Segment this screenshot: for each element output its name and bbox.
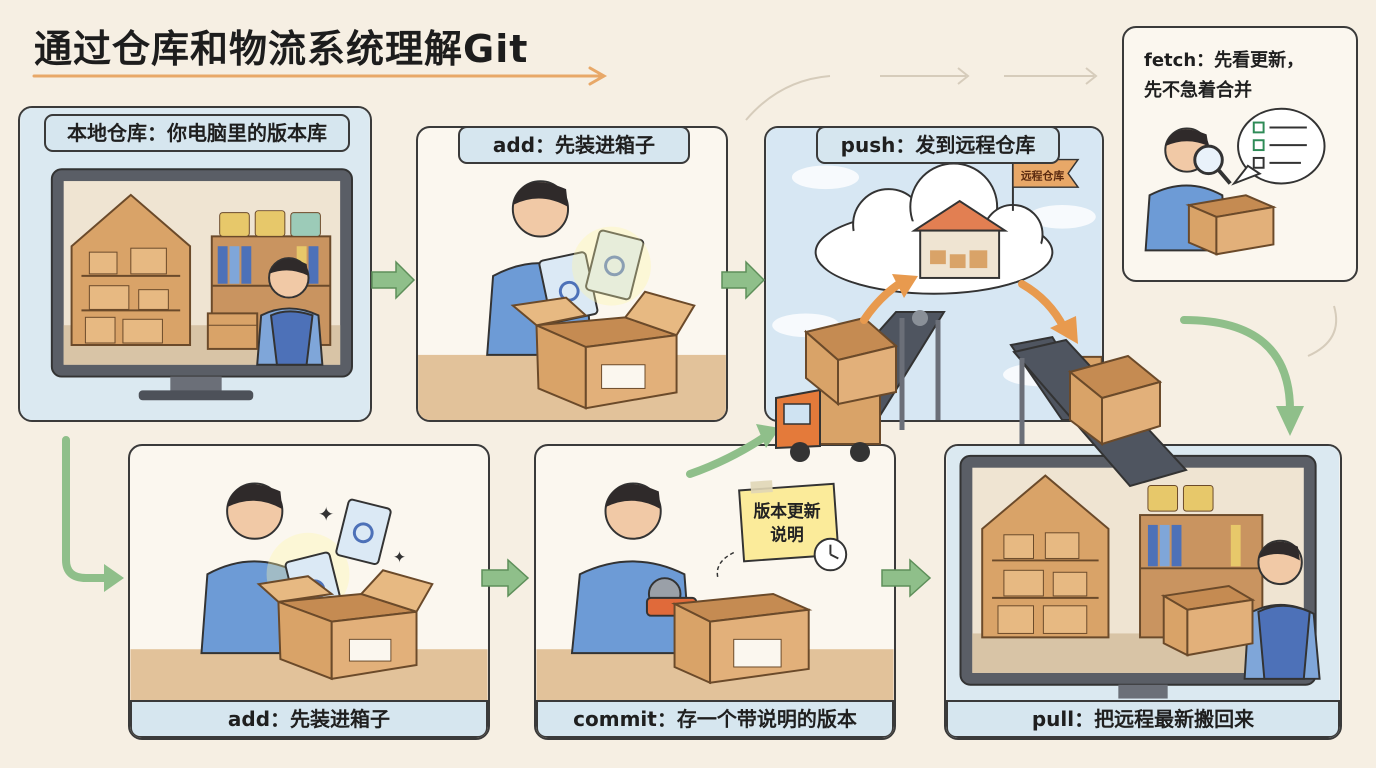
flow-arrow-local-to-add [371,260,416,300]
open-box-icon [510,290,696,410]
local-repo-scene [20,108,370,420]
note-text-line-1: 版本更新 [753,501,820,521]
fetch-panel: fetch：先看更新， 先不急着合并 [1122,26,1358,282]
open-box-icon [256,569,434,681]
sticky-note [738,480,840,563]
pull-label: pull：把远程最新搬回来 [946,700,1340,738]
package-icon [1065,355,1102,410]
local-repo-label: 本地仓库：你电脑里的版本库 [44,114,350,152]
sparkle-icon: ✦ [393,547,406,566]
add-top-panel: add：先装进箱子 [416,126,728,422]
page-title: 通过仓库和物流系统理解Git [34,27,529,71]
fetch-description: fetch：先看更新， 先不急着合并 [1144,46,1324,106]
add-top-label: add：先装进箱子 [458,128,690,164]
checkbox-icon [1252,139,1265,152]
clock-icon [813,537,848,572]
document-icon [335,498,392,566]
local-repo-panel: 本地仓库：你电脑里的版本库 [18,106,372,422]
magnifier-icon [1193,144,1232,185]
checkbox-icon [1252,156,1265,169]
commit-panel: 版本更新 说明 commit：存一个带说明的版本 [534,444,896,740]
fetch-line-2: 先不急着合并 [1144,80,1252,101]
document-icon [585,229,645,301]
fetch-line-1: fetch：先看更新， [1144,50,1305,71]
remote-flag-text: 远程仓库 [1021,168,1065,182]
faint-arrow [745,75,831,121]
add-bottom-label: add：先装进箱子 [130,700,488,738]
commit-label: commit：存一个带说明的版本 [536,700,894,738]
checklist-bubble [1231,107,1326,186]
package-icon [1185,194,1277,256]
push-scene: 远程仓库 [766,128,1102,420]
note-text-line-2: 说明 [770,525,804,545]
sparkle-icon: ✦ [318,503,335,526]
note-pointer-arrow [716,551,735,579]
remote-warehouse-icon [910,199,1009,279]
push-label: push：发到远程仓库 [816,128,1060,164]
push-panel: 远程仓库 push：发到远程仓库 [764,126,1104,422]
sealed-box-icon [671,592,813,685]
add-top-scene [418,180,726,420]
checkbox-icon [1252,121,1265,134]
package-icon [1160,585,1256,657]
flow-arrow-fetch-to-pull [1180,316,1294,414]
add-bottom-panel: ✦ ✦ add：先装进箱子 [128,444,490,740]
fetch-scene [1144,107,1326,256]
title-underline-arrow [32,66,608,86]
pull-panel: pull：把远程最新搬回来 [944,444,1342,740]
faint-arrow [1307,305,1338,357]
flow-arrow-add-to-push [721,260,766,300]
flow-arrow-local-to-add-bottom [62,436,112,582]
pull-scene [946,446,1340,738]
commit-scene: 版本更新 说明 [536,480,894,738]
add-bottom-scene: ✦ ✦ [130,482,488,738]
